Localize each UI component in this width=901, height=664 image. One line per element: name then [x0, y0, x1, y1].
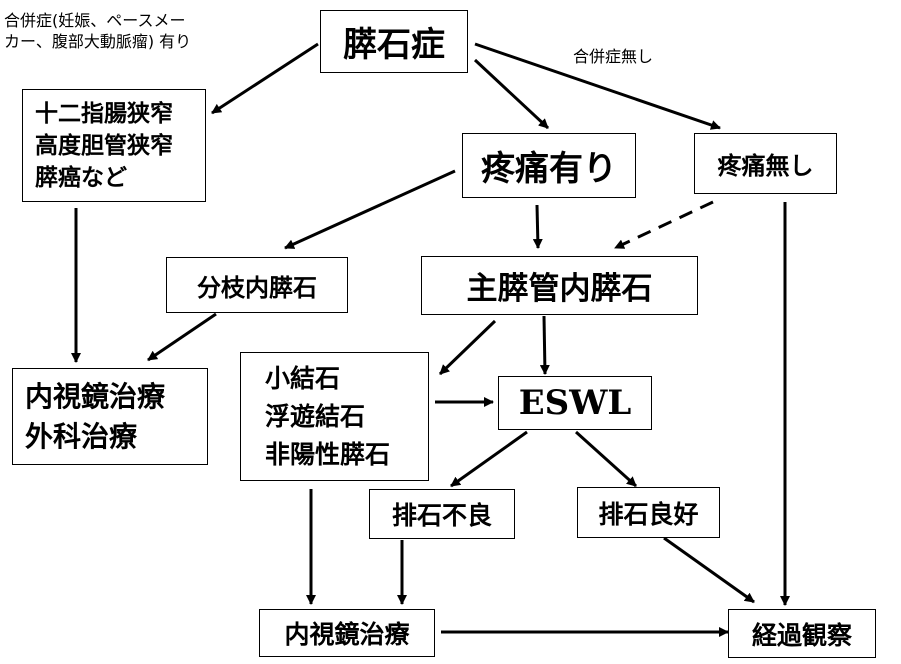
eswl-box: ESWL [498, 376, 652, 430]
arrow-to-pain-present [473, 58, 550, 130]
stone-types-line-2: 浮遊結石 [265, 401, 366, 431]
pancreatic-stone-label: 膵石症 [343, 25, 445, 65]
observation-box: 経過観察 [728, 609, 876, 658]
complication-absent-note: 合併症無し [573, 46, 653, 67]
stone-types-box: 小結石 浮遊結石 非陽性膵石 [240, 352, 429, 481]
pancreatic-stone-box: 膵石症 [320, 10, 468, 73]
endoscopic-treatment-box: 内視鏡治療 [259, 609, 435, 657]
main-duct-stone-box: 主膵管内膵石 [421, 256, 698, 315]
stone-types-line-1: 小結石 [265, 363, 341, 393]
arrow-good-to-observation [663, 536, 755, 604]
endoscopic-surgical-line-2: 外科治療 [25, 419, 138, 453]
complication-present-note: 合併症(妊娠、ペースメー カー、腹部大動脈瘤) 有り [4, 10, 191, 52]
complication-present-line-2: カー、腹部大動脈瘤) 有り [4, 32, 192, 51]
arrow-eswl-to-poor [450, 430, 528, 488]
endoscopic-surgical-line-1: 内視鏡治療 [25, 379, 166, 413]
main-duct-stone-label: 主膵管内膵石 [466, 271, 653, 307]
good-passage-box: 排石良好 [577, 487, 720, 538]
complication-absent-text: 合併症無し [573, 47, 654, 66]
complication-present-line-1: 合併症(妊娠、ペースメー [4, 11, 186, 30]
other-disease-box: 十二指腸狭窄 高度胆管狭窄 膵癌など [22, 89, 206, 202]
poor-passage-label: 排石不良 [391, 501, 492, 530]
arrow-to-main-duct-stone [532, 204, 543, 249]
arrow-eswl-to-good [574, 430, 638, 488]
observation-label: 経過観察 [751, 620, 852, 650]
endoscopic-treatment-label: 内視鏡治療 [284, 620, 410, 649]
arrow-pain-absent-to-main-duct [614, 200, 714, 250]
branch-stone-label: 分枝内膵石 [197, 273, 317, 302]
pain-absent-label: 疼痛無し [717, 152, 814, 180]
other-disease-line-2: 高度胆管狭窄 [35, 132, 173, 159]
branch-stone-box: 分枝内膵石 [166, 257, 348, 313]
good-passage-label: 排石良好 [598, 499, 699, 529]
pain-absent-box: 疼痛無し [694, 133, 837, 194]
arrow-to-pain-absent [474, 42, 721, 130]
arrow-to-branch-stone [284, 169, 456, 250]
arrow-main-to-eswl [539, 315, 550, 375]
other-disease-line-3: 膵癌など [35, 164, 127, 191]
pain-present-box: 疼痛有り [462, 133, 636, 198]
endoscopic-surgical-box: 内視鏡治療 外科治療 [12, 368, 208, 465]
arrow-to-other-disease [211, 42, 319, 115]
poor-passage-box: 排石不良 [369, 489, 515, 539]
stone-types-line-3: 非陽性膵石 [265, 439, 391, 469]
eswl-label: ESWL [518, 383, 632, 423]
arrow-main-to-stone-types [438, 319, 497, 376]
pain-present-label: 疼痛有り [481, 149, 617, 189]
other-disease-line-1: 十二指腸狭窄 [35, 100, 173, 127]
arrow-branch-to-treatment [147, 312, 217, 362]
